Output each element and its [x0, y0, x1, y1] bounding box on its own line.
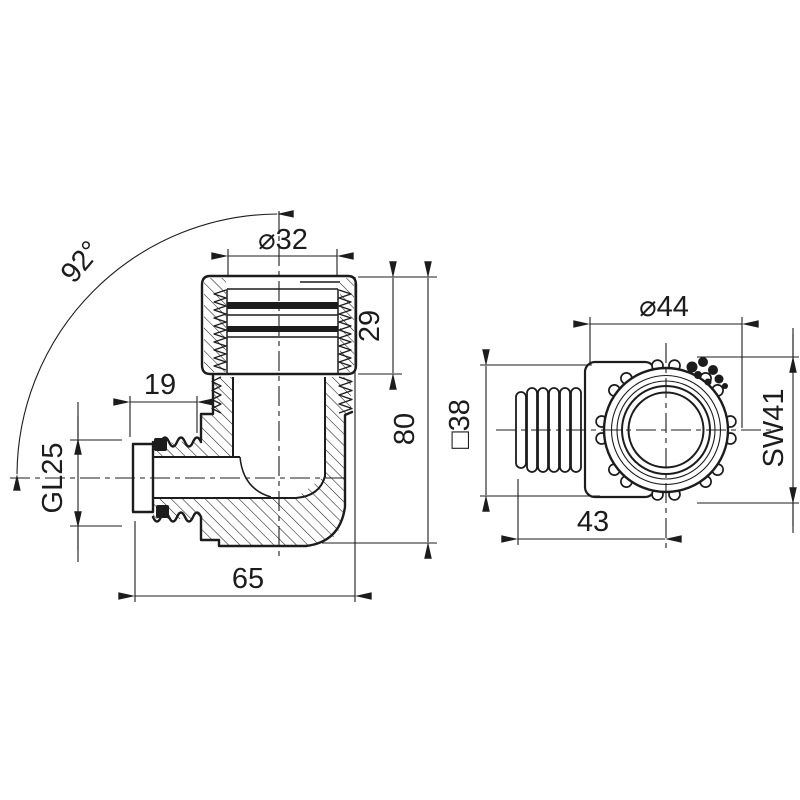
dim-text-thread: GL25: [37, 443, 69, 514]
dim-text-length-to-center: 43: [577, 506, 609, 538]
dim-text-overall-width: 65: [232, 563, 264, 595]
dim-text-nut-height: 29: [354, 310, 386, 342]
dim-text-outer-diameter: ⌀44: [639, 291, 689, 323]
dim-text-square-width: □38: [444, 399, 476, 449]
dim-text-spout-length: 19: [144, 369, 176, 401]
nut-right-thread-zigzag: [338, 289, 352, 371]
dimensions: 92° ⌀32 29 80 19 GL25 65 ⌀44 SW41 □38 43: [13, 210, 799, 602]
body-bottom-outline: [199, 410, 354, 548]
body-right-thread-zigzag: [338, 376, 353, 414]
spout-bore-bottom: [153, 475, 326, 499]
seal-ring-top: [154, 438, 167, 451]
dim-text-overall-height: 80: [389, 413, 421, 445]
marking-blobs: [686, 357, 728, 389]
bore-fillet-arc: [239, 456, 272, 498]
gasket-section-band: [227, 326, 338, 332]
angle-arc-92: [13, 210, 294, 491]
dim-text-angle: 92°: [55, 235, 108, 289]
dim-text-socket-diameter: ⌀32: [258, 224, 308, 256]
side-view: [515, 357, 737, 501]
seal-ring-bottom: [156, 505, 169, 518]
dim-text-wrench-size: SW41: [758, 389, 790, 468]
front-view: [131, 274, 358, 548]
gasket-section-band: [227, 302, 338, 309]
